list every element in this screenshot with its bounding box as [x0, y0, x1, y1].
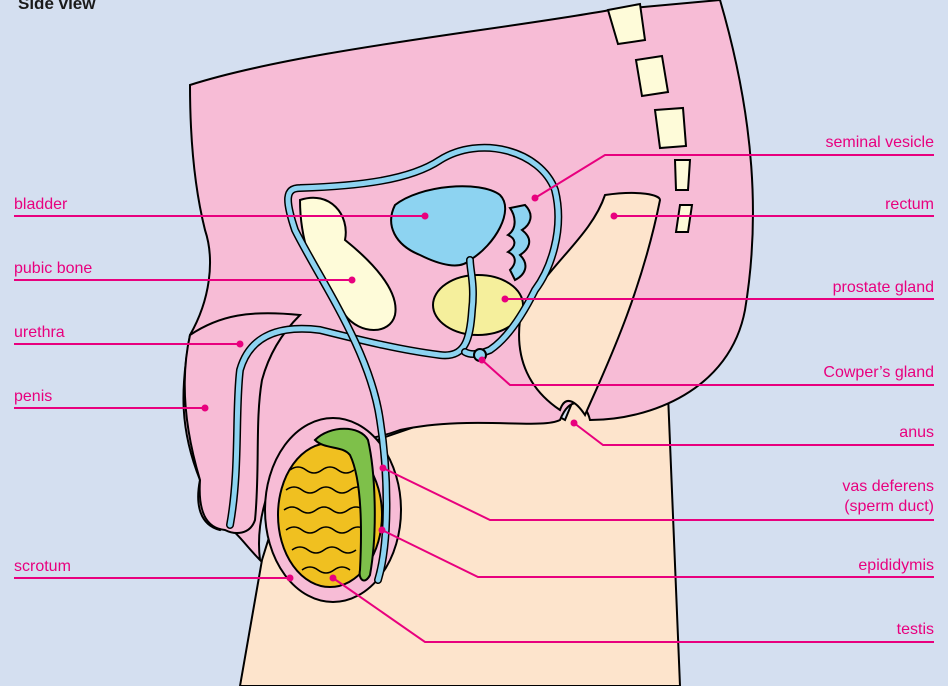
label-seminal-vesicle: seminal vesicle: [826, 133, 934, 153]
label-rectum: rectum: [885, 195, 934, 215]
diagram-title: Side view: [18, 0, 95, 14]
label-pubic-bone: pubic bone: [14, 259, 92, 279]
label-epididymis: epididymis: [858, 556, 934, 576]
label-prostate-gland: prostate gland: [833, 278, 934, 298]
label-anus: anus: [899, 423, 934, 443]
label-penis: penis: [14, 387, 52, 407]
label-bladder: bladder: [14, 195, 67, 215]
label-urethra: urethra: [14, 323, 65, 343]
label-testis: testis: [897, 620, 934, 640]
label-scrotum: scrotum: [14, 557, 71, 577]
label-vas-deferens: vas deferens (sperm duct): [842, 477, 934, 517]
label-cowpers-gland: Cowper’s gland: [823, 363, 934, 383]
